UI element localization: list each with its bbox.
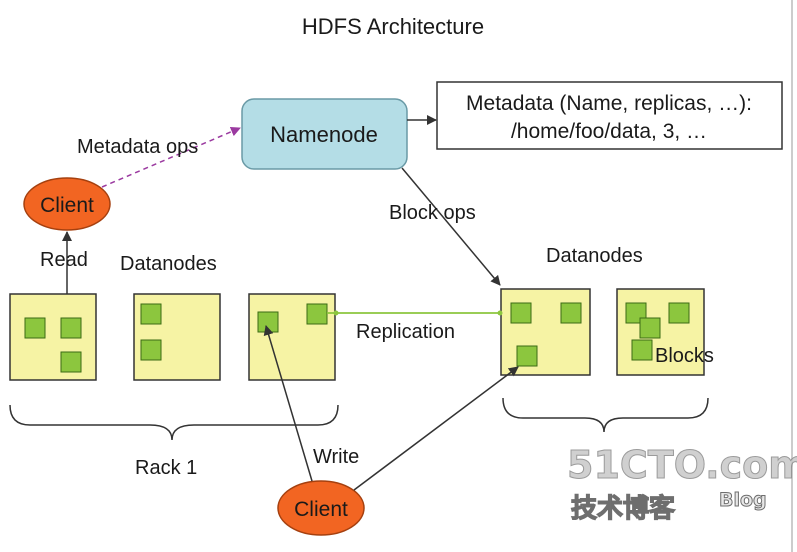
metadata-ops-label: Metadata ops (77, 136, 198, 158)
datanode-box (500, 288, 591, 376)
metadata-box: Metadata (Name, replicas, …): /home/foo/… (436, 81, 783, 150)
metadata-line-1: Metadata (Name, replicas, …): (466, 92, 752, 115)
read-client-label: Client (40, 194, 94, 217)
rack1-datanode-1 (9, 293, 97, 381)
replication-endpoint (333, 310, 339, 316)
data-block (631, 339, 653, 361)
namenode-label: Namenode (270, 122, 378, 147)
data-block (60, 317, 82, 339)
replication-label: Replication (356, 321, 455, 343)
block-ops-label: Block ops (389, 202, 476, 224)
read-client-ellipse (23, 177, 111, 231)
write-label: Write (313, 446, 359, 468)
blocks-label: Blocks (655, 345, 714, 367)
write-arrow-rack1 (263, 325, 313, 482)
data-block (639, 317, 661, 339)
watermark-site-icon: 51CTO.com (567, 443, 797, 487)
data-block (516, 345, 538, 367)
right-rack-brace (502, 397, 709, 433)
write-client-label: Client (294, 498, 348, 521)
rack1-brace (9, 404, 339, 441)
watermark-tagline: 技术博客 (571, 493, 676, 524)
watermark-blog: Blog (719, 489, 767, 511)
write-arrow-remote (353, 366, 519, 491)
data-block (24, 317, 46, 339)
namenode-node: Namenode (241, 98, 408, 170)
write-client: Client (277, 480, 365, 536)
data-block (140, 303, 162, 325)
data-block (60, 351, 82, 373)
block-ops-arrow (401, 167, 501, 286)
data-block (140, 339, 162, 361)
rack1-label: Rack 1 (135, 457, 197, 479)
replication-endpoint (497, 310, 503, 316)
data-block (306, 303, 328, 325)
rack1-datanode-2 (133, 293, 221, 381)
datanodes-left-label: Datanodes (120, 253, 217, 275)
rack1-datanode-3 (248, 293, 336, 381)
data-block (668, 302, 690, 324)
watermark: 51CTO.com 技术博客 Blog (567, 443, 797, 525)
right-datanode-2 (616, 288, 705, 376)
namenode-box (241, 98, 408, 170)
metadata-frame (436, 81, 783, 150)
data-block (560, 302, 582, 324)
data-block (510, 302, 532, 324)
metadata-ops-arrow (101, 126, 241, 188)
write-client-ellipse (277, 480, 365, 536)
datanodes-right-label: Datanodes (546, 245, 643, 267)
datanode-box (9, 293, 97, 381)
diagram-title: HDFS Architecture (302, 14, 484, 39)
metadata-line-2: /home/foo/data, 3, … (511, 120, 707, 143)
read-label: Read (40, 249, 88, 271)
right-datanode-1 (500, 288, 591, 376)
data-block (257, 311, 279, 333)
read-client: Client (23, 177, 111, 231)
